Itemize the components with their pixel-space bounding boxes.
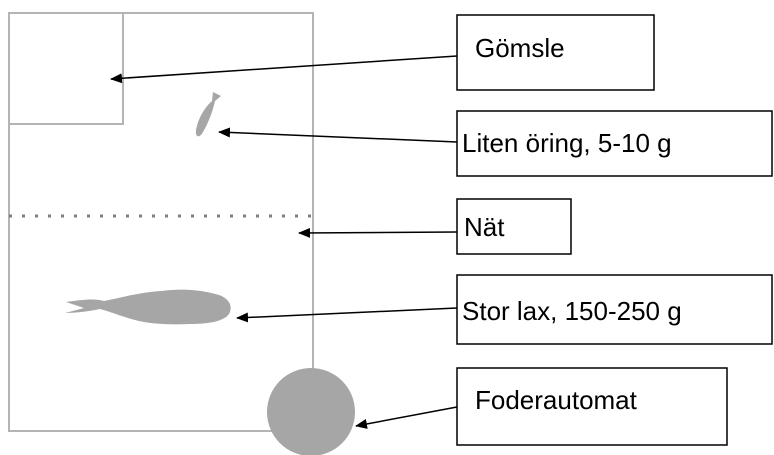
- label-small-trout: Liten öring, 5-10 g: [462, 128, 672, 158]
- hide-box: [8, 12, 124, 125]
- large-salmon-shape: [65, 289, 231, 325]
- feeder-circle: [267, 368, 355, 455]
- label-box-net: [456, 198, 572, 255]
- label-large-salmon: Stor lax, 150-250 g: [462, 296, 682, 326]
- label-box-small-trout: [456, 110, 773, 177]
- label-box-hide: [456, 14, 655, 91]
- label-hide: Gömsle: [475, 33, 565, 63]
- label-box-large-salmon: [456, 274, 773, 345]
- small-trout-shape: [195, 92, 221, 137]
- arrow-hide: [110, 55, 458, 84]
- arrow-small-trout: [218, 127, 458, 143]
- tank-outline: [8, 12, 314, 432]
- arrow-large-salmon: [236, 307, 458, 323]
- arrow-net: [298, 227, 458, 238]
- label-box-feeder: [456, 367, 728, 446]
- arrow-feeder: [355, 406, 458, 429]
- label-feeder: Foderautomat: [475, 385, 638, 415]
- label-net: Nät: [464, 212, 505, 242]
